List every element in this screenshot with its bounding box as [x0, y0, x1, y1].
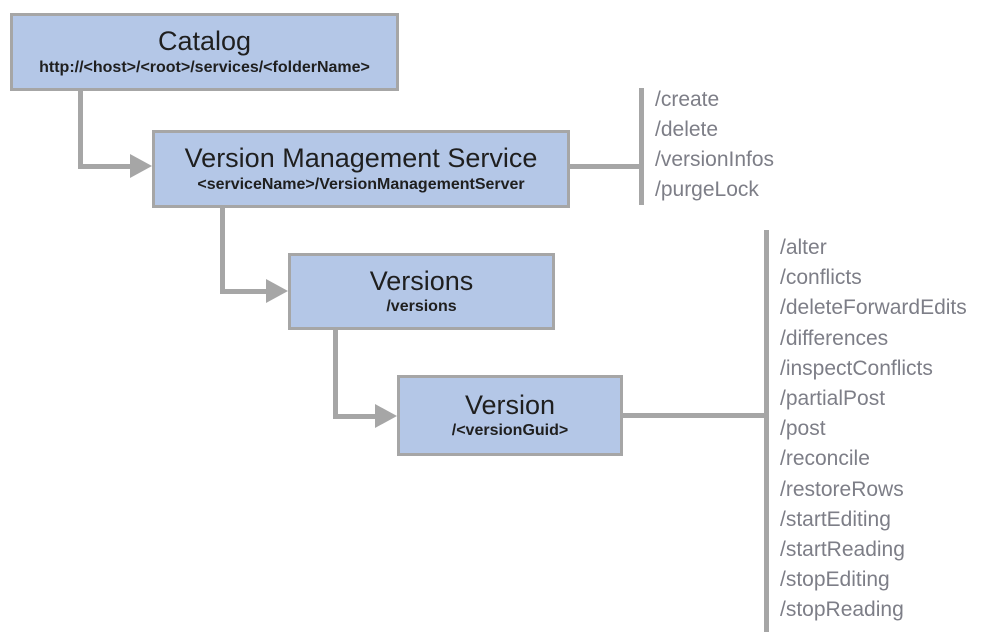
node-version-management-service: Version Management Service <serviceName>…: [152, 130, 570, 208]
operation-item: /stopReading: [780, 598, 904, 622]
bracket-line-vms-operations: [570, 164, 641, 169]
operation-list-version: /alter/conflicts/deleteForwardEdits/diff…: [780, 233, 967, 626]
operation-item: /stopEditing: [780, 568, 890, 592]
bracket-line-version-operations: [623, 413, 766, 418]
connector-vms-versions-vertical: [220, 208, 225, 291]
operation-item: /versionInfos: [655, 148, 775, 171]
connector-vms-versions-horizontal: [220, 289, 266, 294]
node-catalog: Catalog http://<host>/<root>/services/<f…: [10, 13, 399, 91]
operation-item: /startEditing: [780, 507, 891, 531]
operation-item: /conflicts: [780, 266, 862, 290]
operation-item: /partialPost: [780, 387, 886, 411]
connector-versions-version-vertical: [333, 330, 338, 417]
arrowhead-icon: [266, 279, 288, 303]
operation-item: /purgeLock: [655, 178, 759, 201]
operation-item: /reconcile: [780, 447, 870, 471]
node-versions: Versions /versions: [288, 253, 555, 330]
node-catalog-title: Catalog: [157, 26, 252, 57]
operation-item: /restoreRows: [780, 477, 904, 501]
bracket-bar-vms-operations: [639, 88, 644, 205]
operation-item: /startReading: [780, 538, 905, 562]
connector-catalog-vms-horizontal: [78, 164, 130, 169]
operation-item: /create: [655, 88, 720, 111]
operation-item: /delete: [655, 118, 719, 141]
operation-item: /inspectConflicts: [780, 356, 933, 380]
node-vms-url: <serviceName>/VersionManagementServer: [197, 175, 525, 193]
operation-item: /post: [780, 417, 826, 441]
node-vms-title: Version Management Service: [184, 143, 538, 174]
connector-catalog-vms-vertical: [78, 91, 83, 167]
operation-list-vms: /create/delete/versionInfos/purgeLock: [655, 85, 774, 205]
node-version-title: Version: [464, 389, 556, 420]
bracket-bar-version-operations: [764, 230, 769, 632]
node-version: Version /<versionGuid>: [397, 375, 623, 456]
node-versions-title: Versions: [369, 265, 474, 296]
operation-item: /differences: [780, 326, 889, 350]
arrowhead-icon: [130, 154, 152, 178]
arrowhead-icon: [375, 404, 397, 428]
connector-versions-version-horizontal: [333, 414, 375, 419]
node-catalog-url: http://<host>/<root>/services/<folderNam…: [39, 58, 370, 76]
operation-item: /alter: [780, 236, 827, 259]
node-versions-url: /versions: [386, 298, 457, 316]
operation-item: /deleteForwardEdits: [780, 296, 967, 320]
node-version-url: /<versionGuid>: [451, 422, 569, 440]
